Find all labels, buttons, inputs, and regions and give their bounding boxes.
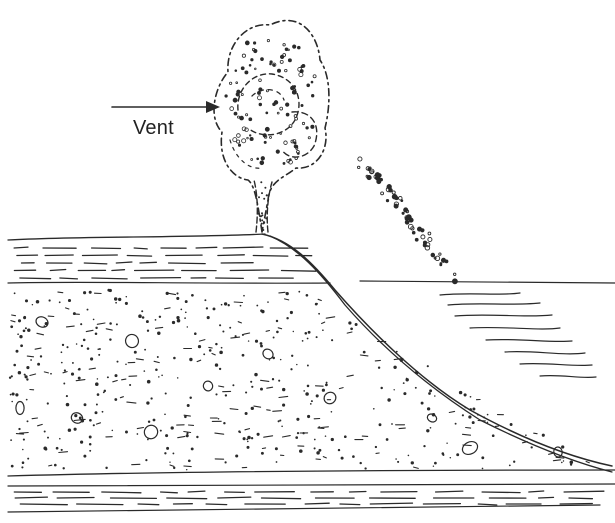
sediment-layers bbox=[8, 234, 615, 512]
vent-label: Vent bbox=[133, 117, 174, 140]
deposit-speckles bbox=[9, 289, 589, 471]
sea-surface-ripples bbox=[440, 293, 596, 377]
arrow-right-icon bbox=[112, 101, 220, 113]
bedding-dashes bbox=[14, 247, 604, 505]
ejecta-trail bbox=[357, 157, 457, 284]
eruption-cloud bbox=[214, 20, 329, 232]
